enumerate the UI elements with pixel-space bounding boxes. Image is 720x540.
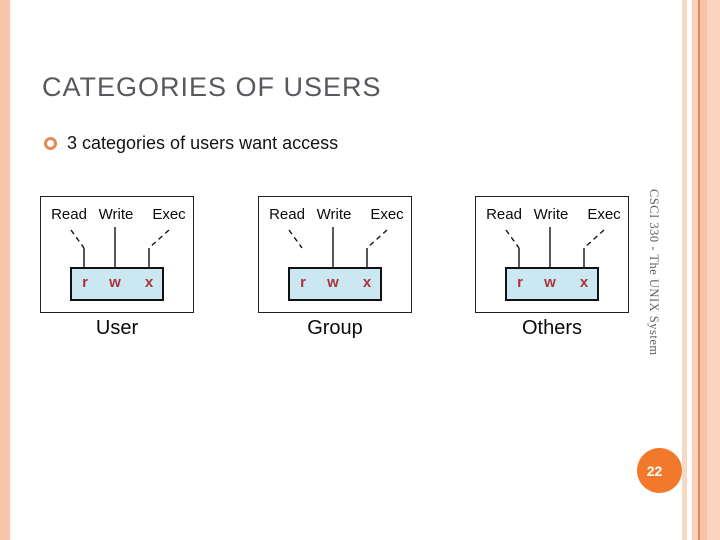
perm-label-write: Write (533, 206, 569, 223)
permission-box: r w x (505, 267, 599, 301)
perm-label-read: Read (51, 206, 87, 223)
perm-char-w: w (544, 274, 556, 291)
bullet-text: 3 categories of users want access (67, 133, 339, 153)
page-number: 22 (646, 462, 663, 479)
perm-char-w: w (327, 274, 339, 291)
bullet-circle-icon (44, 137, 57, 150)
perm-label-write: Write (98, 206, 134, 223)
perm-label-write: Write (316, 206, 352, 223)
perm-char-x: x (362, 274, 372, 291)
perm-char-r: r (300, 274, 306, 291)
perm-char-r: r (82, 274, 88, 291)
permission-box: r w x (70, 267, 164, 301)
category-label-group: Group (307, 317, 363, 339)
page-number-badge: 22 (637, 448, 682, 493)
slide-title: CATEGORIES OF USERS (42, 72, 382, 102)
perm-char-w: w (109, 274, 121, 291)
right-stripe-3 (700, 0, 707, 540)
permission-figure-group: Read Write Exec r w x (258, 196, 412, 313)
perm-label-exec: Exec (152, 206, 186, 223)
right-stripe-2 (692, 0, 698, 540)
perm-label-exec: Exec (587, 206, 621, 223)
category-label-user: User (95, 317, 139, 339)
permission-box: r w x (288, 267, 382, 301)
perm-label-read: Read (486, 206, 522, 223)
sidebar-course-text: CSCI 330 - The UNIX System (647, 189, 661, 356)
perm-label-exec: Exec (370, 206, 404, 223)
permission-figure-user: Read Write Exec r w x (40, 196, 194, 313)
right-stripe-dark-line (698, 0, 700, 540)
category-label-others: Others (521, 317, 583, 339)
right-stripe-1 (682, 0, 687, 540)
perm-char-r: r (517, 274, 523, 291)
right-stripe-4 (707, 0, 720, 540)
perm-char-x: x (579, 274, 589, 291)
permission-figure-others: Read Write Exec r w x (475, 196, 629, 313)
bullet-item: 3 categories of users want access (44, 133, 338, 154)
perm-char-x: x (144, 274, 154, 291)
perm-label-read: Read (269, 206, 305, 223)
left-accent-bar (0, 0, 10, 540)
